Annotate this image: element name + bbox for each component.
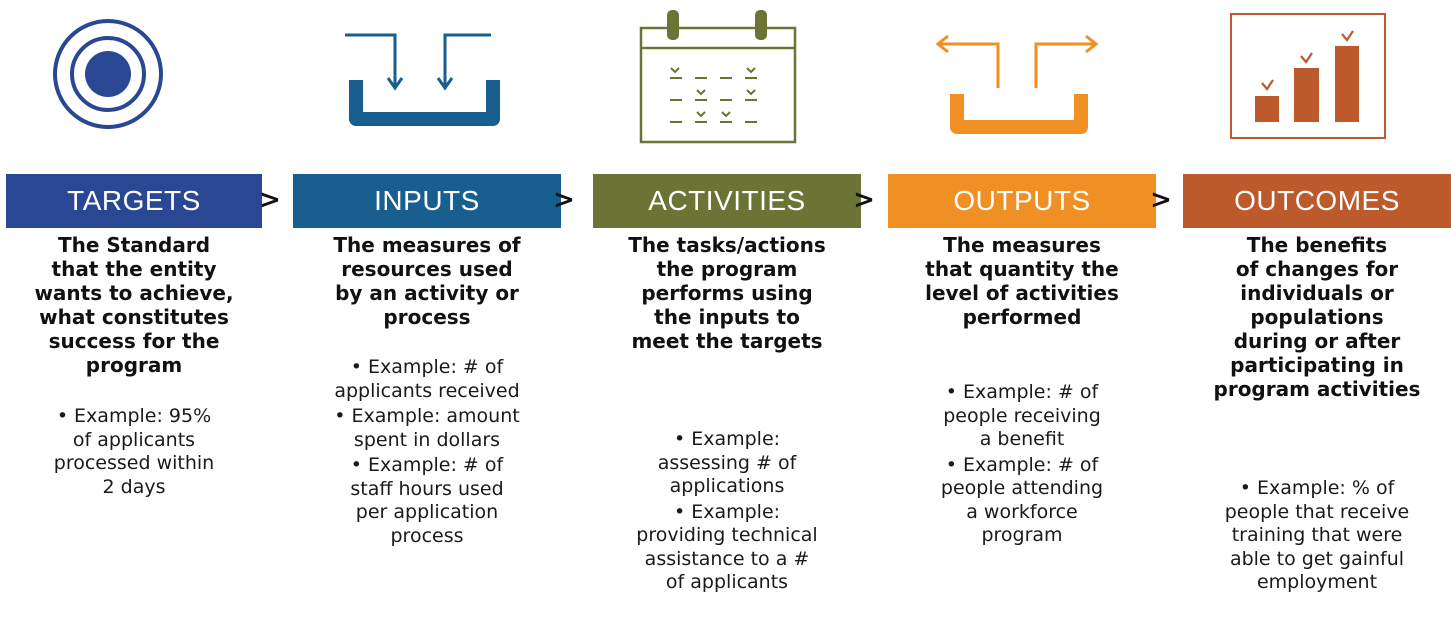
bar-growth-icon bbox=[1183, 0, 1451, 160]
stage-outputs: OUTPUTS The measures that quantity the l… bbox=[888, 0, 1156, 638]
stage-inputs: INPUTS The measures of resources used by… bbox=[293, 0, 561, 638]
calendar-checklist-icon bbox=[593, 0, 861, 160]
stage-targets: TARGETS The Standard that the entity wan… bbox=[0, 0, 268, 638]
stage-title: ACTIVITIES bbox=[648, 185, 806, 216]
stage-title-band: OUTCOMES bbox=[1183, 174, 1451, 228]
stage-examples: • Example: # of people receiving a benef… bbox=[888, 381, 1156, 550]
stage-title: OUTPUTS bbox=[953, 185, 1091, 216]
stage-activities: ACTIVITIES The tasks/actions the program… bbox=[593, 0, 861, 638]
tray-outflow-icon bbox=[888, 0, 1156, 160]
stage-title-band: TARGETS bbox=[6, 174, 262, 228]
flow-separator: > bbox=[259, 185, 281, 215]
stage-examples: • Example: % of people that receive trai… bbox=[1183, 477, 1451, 597]
stage-title-band: INPUTS bbox=[293, 174, 561, 228]
stage-description: The Standard that the entity wants to ac… bbox=[34, 233, 234, 377]
stage-description: The measures that quantity the level of … bbox=[925, 233, 1119, 329]
example-item: • Example: # of staff hours used per app… bbox=[350, 454, 504, 547]
example-item: • Example: # of applicants received bbox=[334, 356, 520, 402]
stage-description: The tasks/actions the program performs u… bbox=[628, 233, 826, 353]
target-icon bbox=[0, 0, 268, 160]
stage-title: OUTCOMES bbox=[1234, 185, 1400, 216]
stage-title-band: ACTIVITIES bbox=[593, 174, 861, 228]
stage-description: The benefits of changes for individuals … bbox=[1213, 233, 1421, 401]
stage-examples: • Example: # of applicants received • Ex… bbox=[293, 356, 561, 550]
example-item: • Example: # of people attending a workf… bbox=[940, 453, 1104, 547]
example-item: • Example: % of people that receive trai… bbox=[1224, 477, 1410, 593]
example-item: • Example: # of people receiving a benef… bbox=[943, 381, 1101, 450]
flow-separator: > bbox=[853, 185, 875, 215]
stage-examples: • Example: assessing # of applications •… bbox=[593, 428, 861, 597]
example-item: • Example: providing technical assistanc… bbox=[636, 500, 818, 594]
stage-outcomes: OUTCOMES The benefits of changes for ind… bbox=[1183, 0, 1451, 638]
stage-title: INPUTS bbox=[374, 185, 480, 216]
example-item: • Example: amount spent in dollars bbox=[334, 405, 520, 451]
example-item: • Example: 95% of applicants processed w… bbox=[53, 405, 215, 498]
stage-title: TARGETS bbox=[67, 185, 201, 216]
flow-separator: > bbox=[1150, 185, 1172, 215]
flow-separator: > bbox=[553, 185, 575, 215]
stage-description: The measures of resources used by an act… bbox=[333, 233, 521, 329]
example-item: • Example: assessing # of applications bbox=[657, 428, 797, 497]
stage-examples: • Example: 95% of applicants processed w… bbox=[0, 405, 268, 501]
tray-inflow-icon bbox=[293, 0, 561, 160]
stage-title-band: OUTPUTS bbox=[888, 174, 1156, 228]
